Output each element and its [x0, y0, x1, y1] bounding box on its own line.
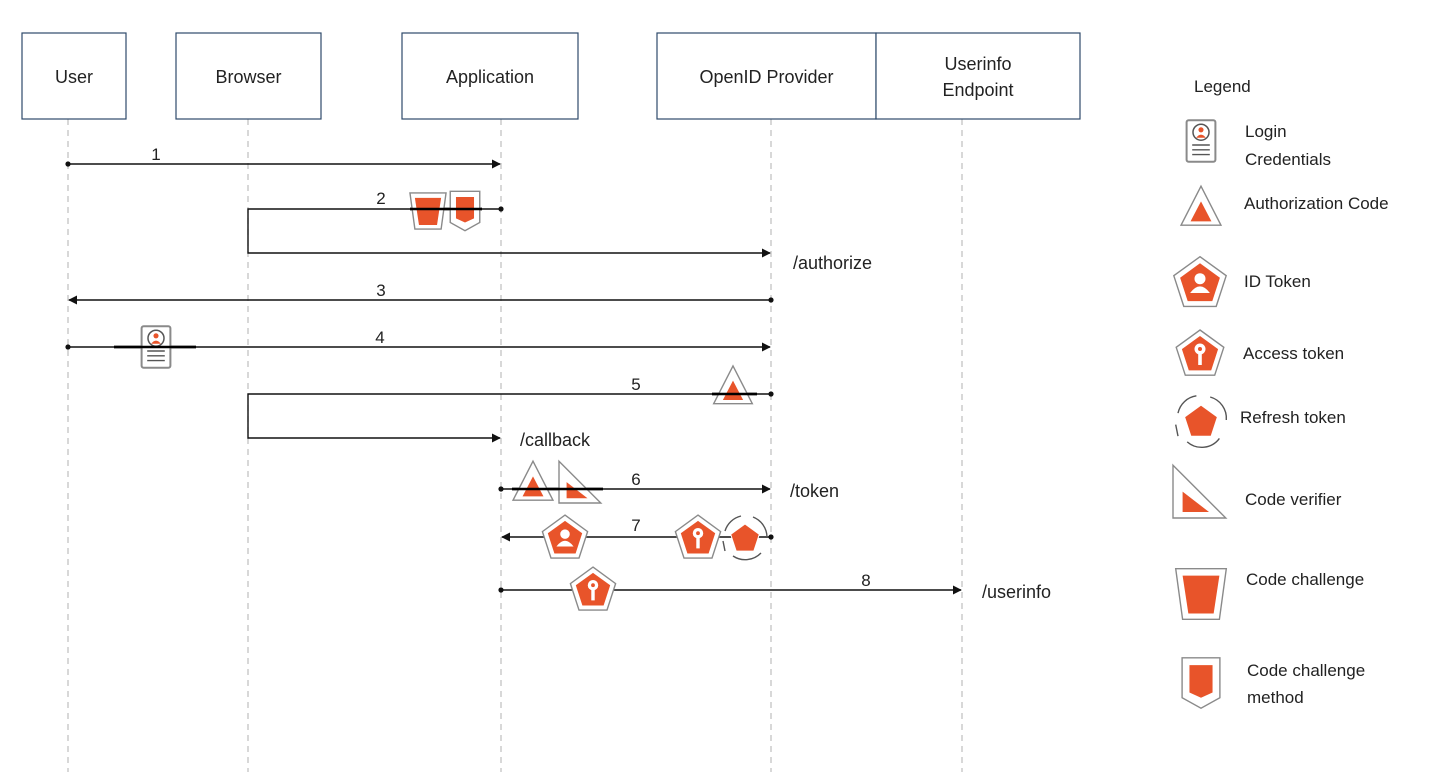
participant-box [875, 32, 1081, 120]
participant-label: User [55, 67, 93, 87]
messages: 1 2/authorize 3 4 5/callback 6/token 7 8/userin… [65, 145, 1051, 611]
endpoint-label: /authorize [793, 253, 872, 273]
endpoint-label: /token [790, 481, 839, 501]
message-step-6: 6/token [498, 459, 839, 504]
code-challenge-method-icon [449, 190, 481, 232]
participant-box [175, 32, 322, 120]
legend-item-id-token: ID Token [1172, 255, 1311, 308]
participant-label: OpenID Provider [699, 67, 833, 87]
legend-item-label: Credentials [1245, 150, 1331, 169]
authorization-code-icon [511, 459, 555, 501]
participant-application: Application [401, 32, 579, 120]
step-number: 4 [375, 328, 384, 347]
code-verifier-icon [558, 459, 603, 504]
legend-item-label: Authorization Code [1244, 194, 1389, 213]
message-step-3: 3 [68, 281, 774, 305]
access-token-icon [569, 566, 617, 611]
legend-item-label: Code challenge [1247, 661, 1365, 680]
message-step-5: 5/callback [247, 364, 774, 450]
legend-item-label: Refresh token [1240, 408, 1346, 427]
step-number: 1 [151, 145, 160, 164]
code-challenge-icon [409, 192, 447, 230]
legend-item-code-verifier: Code verifier [1172, 463, 1342, 519]
refresh-token-icon [1175, 395, 1228, 448]
legend-item-access-token: Access token [1175, 329, 1344, 376]
participant-box [401, 32, 579, 120]
id-token-icon [1172, 255, 1228, 308]
access-token-icon [674, 514, 722, 559]
legend-item-label: Code challenge [1246, 570, 1364, 589]
refresh-token-icon [722, 515, 768, 561]
login-credentials-icon [1185, 119, 1217, 163]
legend-item-refresh-token: Refresh token [1175, 395, 1346, 448]
legend-item-code-challenge: Code challenge [1174, 568, 1364, 620]
participant-label: Browser [215, 67, 281, 87]
message-step-1: 1 [65, 145, 501, 169]
legend-item-label: Access token [1243, 344, 1344, 363]
message-step-8: 8/userinfo [498, 566, 1051, 611]
participants: User Browser Application OpenID Provider Use… [21, 32, 1081, 120]
step-number: 3 [376, 281, 385, 300]
authorization-code-icon [1179, 184, 1223, 226]
step-number: 6 [631, 470, 640, 489]
participant-box [656, 32, 877, 120]
legend-item-label: ID Token [1244, 272, 1311, 291]
code-verifier-icon [1172, 463, 1228, 519]
participant-label: Application [446, 67, 534, 87]
step-number: 5 [631, 375, 640, 394]
message-arrow [247, 393, 771, 443]
participant-browser: Browser [175, 32, 322, 120]
step-number: 7 [631, 516, 640, 535]
legend-item-label: method [1247, 688, 1304, 707]
lifelines [67, 119, 963, 772]
participant-label: Endpoint [942, 80, 1013, 100]
endpoint-label: /callback [520, 430, 591, 450]
access-token-icon [1175, 329, 1225, 376]
legend-item-label: Login [1245, 122, 1287, 141]
legend-item-code-challenge-method: Code challenge method [1181, 657, 1365, 710]
endpoint-label: /userinfo [982, 582, 1051, 602]
step-number: 2 [376, 189, 385, 208]
message-step-2: 2/authorize [247, 189, 872, 273]
participant-user: User [21, 32, 127, 120]
legend-item-label: Code verifier [1245, 490, 1342, 509]
message-step-4: 4 [65, 325, 771, 369]
code-challenge-icon [1174, 568, 1228, 620]
participant-label: Userinfo [944, 54, 1011, 74]
code-challenge-method-icon [1181, 657, 1221, 710]
step-number: 8 [861, 571, 870, 590]
legend-item-authorization-code: Authorization Code [1179, 184, 1389, 226]
participant-box [21, 32, 127, 120]
participant-openid-provider: OpenID Provider [656, 32, 877, 120]
message-step-7: 7 [501, 514, 774, 561]
id-token-icon [541, 514, 589, 559]
authorization-code-icon [712, 364, 754, 405]
message-arrow [247, 208, 771, 258]
legend-title: Legend [1194, 77, 1251, 96]
